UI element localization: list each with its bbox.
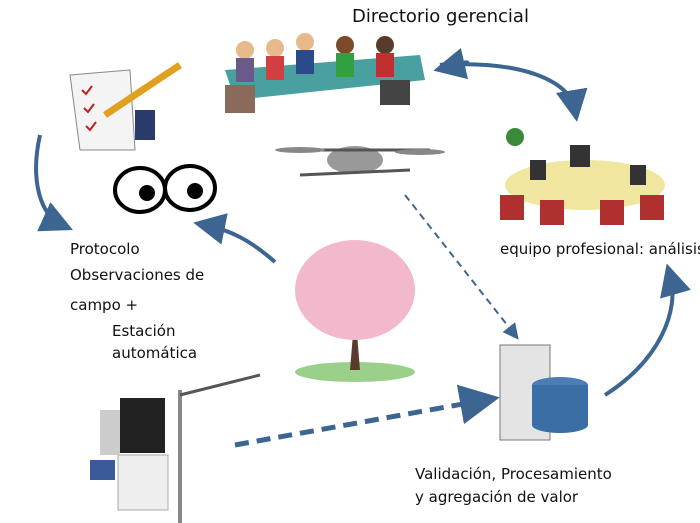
drone-illustration bbox=[275, 146, 445, 177]
flow-arrows bbox=[34, 47, 691, 448]
arrow-tree-to-eyes bbox=[193, 213, 277, 264]
board-meeting-illustration bbox=[225, 33, 425, 113]
team-label: equipo profesional: análisis bbox=[500, 240, 700, 258]
arrow-team-to-board bbox=[439, 62, 588, 122]
team-meeting-illustration bbox=[500, 128, 665, 225]
protocol-label-1: Protocolo bbox=[70, 240, 140, 258]
arrow-checklist-to-protocol bbox=[34, 134, 73, 232]
station-label-1: Estación bbox=[112, 322, 176, 340]
station-label-2: automática bbox=[112, 344, 198, 362]
protocol-label-3: campo + bbox=[70, 296, 139, 314]
weather-station-illustration bbox=[90, 373, 261, 523]
protocol-label-2: Observaciones de bbox=[70, 266, 205, 284]
checklist-illustration bbox=[69, 62, 182, 151]
tree-illustration bbox=[295, 240, 415, 382]
validation-label-1: Validación, Procesamiento bbox=[415, 465, 612, 483]
database-server-illustration bbox=[499, 344, 588, 441]
board-label: Directorio gerencial bbox=[352, 6, 529, 27]
validation-label-2: y agregación de valor bbox=[415, 488, 579, 506]
dashed-arrow-drone-to-server bbox=[404, 194, 519, 340]
eyes-illustration bbox=[113, 164, 217, 214]
arrow-server-to-team bbox=[603, 263, 691, 397]
dashed-arrow-station-to-server bbox=[234, 384, 500, 448]
